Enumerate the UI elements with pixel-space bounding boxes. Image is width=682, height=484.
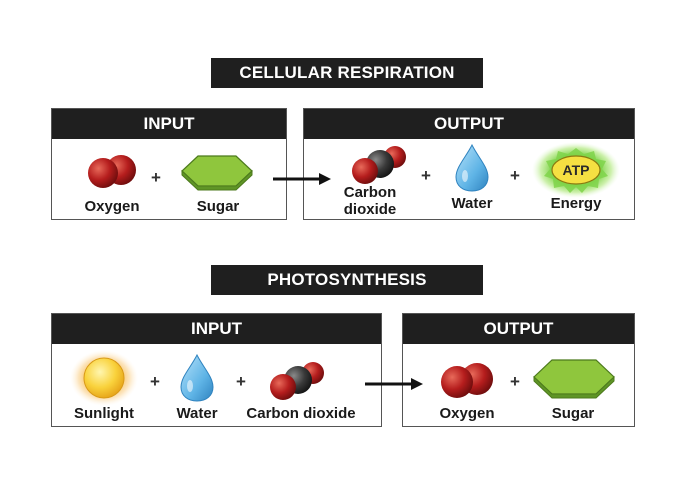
plus-sign: + <box>510 166 520 185</box>
arrow-right-icon <box>273 173 331 185</box>
respiration-energy-label: Energy <box>550 195 602 212</box>
sun-icon <box>70 350 138 406</box>
arrow-right-icon <box>365 378 423 390</box>
photosynthesis-water-label: Water <box>176 405 218 422</box>
respiration-title: CELLULAR RESPIRATION <box>211 58 483 88</box>
carbon-dioxide-molecule-icon <box>270 362 324 400</box>
water-drop-icon <box>180 353 214 402</box>
carbon-dioxide-molecule-icon <box>352 146 406 184</box>
respiration-input-box: INPUT <box>51 108 287 220</box>
atp-burst-icon <box>532 142 620 198</box>
oxygen-molecule-icon <box>441 363 493 398</box>
water-drop-icon <box>455 143 489 192</box>
plus-sign: + <box>150 372 160 391</box>
photosynthesis-carbon-dioxide-label: Carbon dioxide <box>246 405 356 422</box>
respiration-output-header: OUTPUT <box>304 109 634 139</box>
respiration-input-header: INPUT <box>52 109 286 139</box>
photosynthesis-sugar-label: Sugar <box>551 405 595 422</box>
sugar-hexagon-icon <box>181 155 253 191</box>
plus-sign: + <box>510 372 520 391</box>
photosynthesis-oxygen-label: Oxygen <box>439 405 495 422</box>
photosynthesis-output-header: OUTPUT <box>403 314 634 344</box>
respiration-oxygen-label: Oxygen <box>84 198 140 215</box>
plus-sign: + <box>236 372 246 391</box>
photosynthesis-input-header: INPUT <box>52 314 381 344</box>
plus-sign: + <box>421 166 431 185</box>
photosynthesis-title: PHOTOSYNTHESIS <box>211 265 483 295</box>
sugar-hexagon-icon <box>533 359 615 399</box>
plus-sign: + <box>151 168 161 187</box>
atp-badge-label: ATP <box>562 162 590 178</box>
respiration-carbon-dioxide-label-line1: Carbon <box>343 184 397 201</box>
oxygen-molecule-icon <box>88 155 136 188</box>
respiration-sugar-label: Sugar <box>196 198 240 215</box>
photosynthesis-sunlight-label: Sunlight <box>74 405 134 422</box>
respiration-carbon-dioxide-label-line2: dioxide <box>343 201 397 218</box>
respiration-water-label: Water <box>451 195 493 212</box>
